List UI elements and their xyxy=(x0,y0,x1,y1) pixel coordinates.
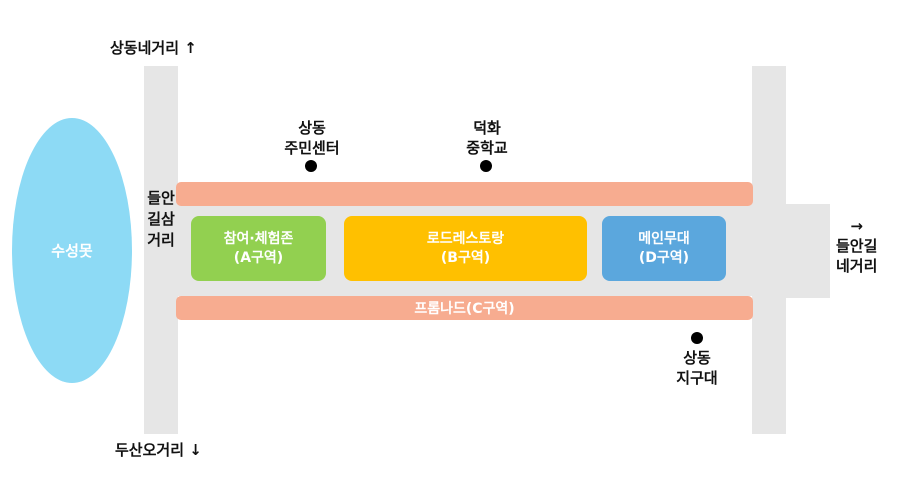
police-box-line2: 지구대 xyxy=(676,369,718,387)
school-label: 덕화 중학교 xyxy=(447,118,527,158)
deulangil-intersection-label: 들안길삼거리 xyxy=(147,189,175,249)
community-center-label: 상동 주민센터 xyxy=(272,118,352,158)
community-center-line1: 상동 xyxy=(298,119,326,137)
zone-b-road-restaurant: 로드레스토랑 (B구역) xyxy=(344,216,587,281)
zone-b-name: 로드레스토랑 xyxy=(426,230,505,247)
community-center-marker xyxy=(305,160,317,172)
police-box-marker xyxy=(691,332,703,344)
promenade-c-band: 프롬나드(C구역) xyxy=(176,296,753,320)
promenade-top-band xyxy=(176,182,753,206)
lake-label: 수성못 xyxy=(51,242,93,260)
zone-a-name: 참여·체험존 xyxy=(223,230,294,247)
right-road xyxy=(752,66,786,434)
community-center-line2: 주민센터 xyxy=(284,139,340,157)
south-direction-label: 두산오거리 ↓ xyxy=(115,441,202,459)
east-direction-label: → 들안길 네거리 xyxy=(836,216,877,276)
zone-d-name: 메인무대 xyxy=(638,230,690,247)
left-road xyxy=(144,66,178,434)
zone-b-code: (B구역) xyxy=(440,249,491,266)
north-direction-label: 상동네거리 ↑ xyxy=(110,39,197,57)
police-box-line1: 상동 xyxy=(683,349,711,367)
east-label-line1: 들안길 xyxy=(836,237,878,255)
police-box-label: 상동 지구대 xyxy=(657,348,737,388)
zone-d-main-stage: 메인무대 (D구역) xyxy=(602,216,726,281)
zone-a-participation: 참여·체험존 (A구역) xyxy=(191,216,326,281)
school-line2: 중학교 xyxy=(466,139,508,157)
school-marker xyxy=(480,160,492,172)
zone-d-code: (D구역) xyxy=(638,249,690,266)
promenade-c-label: 프롬나드(C구역) xyxy=(414,301,515,317)
east-arrow: → xyxy=(850,217,863,235)
zone-a-code: (A구역) xyxy=(233,249,284,266)
school-line1: 덕화 xyxy=(473,119,501,137)
suseong-lake: 수성못 xyxy=(12,118,132,383)
east-label-line2: 네거리 xyxy=(836,257,878,275)
east-road-branch xyxy=(786,204,830,298)
